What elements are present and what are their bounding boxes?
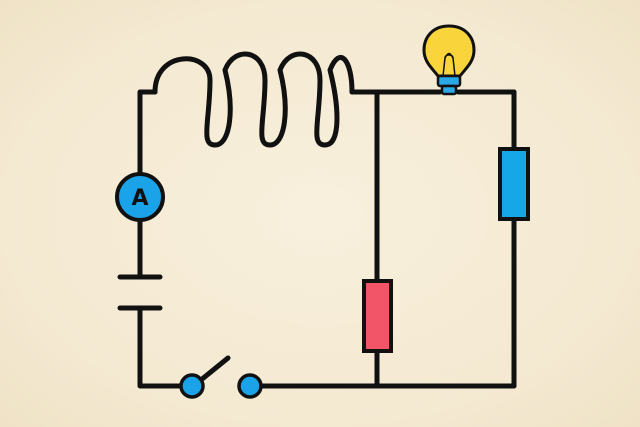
coil-icon xyxy=(152,51,355,148)
wire-left-upper xyxy=(137,89,158,178)
ammeter-icon: A xyxy=(115,172,165,222)
wire-left-lower xyxy=(137,305,186,389)
resistor-blue-icon xyxy=(498,147,530,221)
resistor-red-icon xyxy=(362,279,393,353)
wires xyxy=(137,89,517,389)
ammeter-label: A xyxy=(131,186,148,211)
lightbulb-icon xyxy=(422,24,476,96)
battery-icon xyxy=(117,274,163,311)
switch-icon xyxy=(179,355,263,399)
